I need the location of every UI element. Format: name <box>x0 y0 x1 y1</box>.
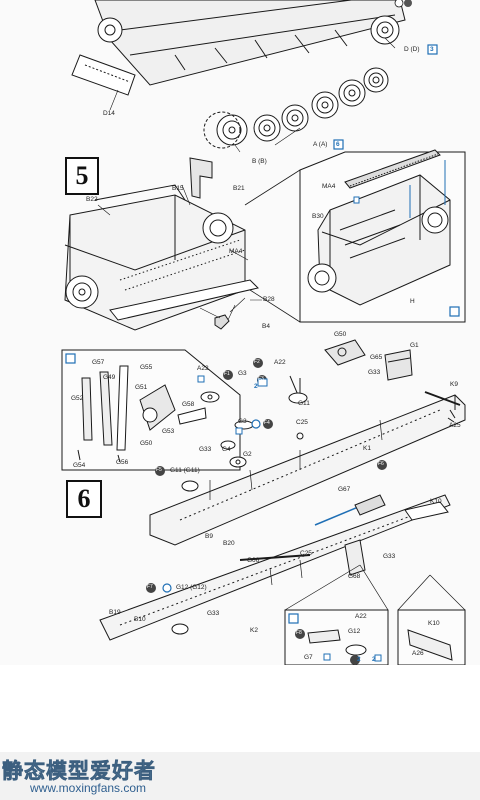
step5-inset <box>244 149 466 323</box>
label-g4: G4 <box>222 446 231 453</box>
label-a22-b: A22 <box>274 359 286 366</box>
label-b19: B19 <box>109 609 121 616</box>
callout-x2-c: 2 <box>372 656 376 663</box>
label-b30: B30 <box>312 213 324 220</box>
callout-f3: F3 <box>258 376 264 382</box>
label-g11: G11 <box>298 400 310 407</box>
label-g51: G51 <box>135 384 148 391</box>
label-b9: B9 <box>205 533 213 540</box>
label-b15: B15 <box>172 185 184 192</box>
label-h: H <box>410 298 415 305</box>
step6-bottom-insets <box>284 564 466 665</box>
callout-f7: F7 <box>147 584 153 590</box>
label-g3: G3 <box>238 370 247 377</box>
callout-f2: F2 <box>254 359 260 365</box>
label-c25: C25 <box>300 550 312 557</box>
label-g11-g11: G11 (G11) <box>170 467 200 474</box>
callout-f8: F8 <box>296 630 302 636</box>
label-k9: K9 <box>450 381 458 388</box>
label-g33-low: G33 <box>383 553 396 560</box>
label-c25-top: C25 <box>296 419 308 426</box>
watermark-stripe <box>0 752 480 800</box>
label-g2: G2 <box>243 451 252 458</box>
step5-hull <box>64 157 262 331</box>
label-a22-a: A22 <box>197 365 209 372</box>
label-g53: G53 <box>162 428 175 435</box>
label-b22: B22 <box>86 196 98 203</box>
label-g33-bottom: G33 <box>207 610 220 617</box>
label-b28: B28 <box>263 296 275 303</box>
top-callouts <box>333 0 438 150</box>
label-g67: G67 <box>338 486 351 493</box>
label-g66: G66 <box>247 557 260 564</box>
label-g56: G56 <box>116 459 129 466</box>
label-ma4-inset: MA4 <box>322 183 336 190</box>
instruction-sheet: 5 6 D14 D (D) 3 A (A) 6 B (B) B15 B21 B2… <box>61 0 466 665</box>
label-g33-top: G33 <box>368 369 381 376</box>
label-a-count: 6 <box>336 141 340 148</box>
label-g58: G58 <box>182 401 195 408</box>
label-g55: G55 <box>140 364 153 371</box>
label-g50-left: G50 <box>140 440 153 447</box>
watermark-site-name: 静态模型爱好者 <box>2 759 156 784</box>
label-d-d: D (D) <box>404 46 420 53</box>
suspension-assembly <box>71 0 406 153</box>
label-a22-c: A22 <box>355 613 367 620</box>
callout-f6: F6 <box>378 461 384 467</box>
callout-f5: F5 <box>156 467 162 473</box>
label-g68: G68 <box>348 573 361 580</box>
step6-chassis <box>99 339 466 641</box>
label-g49: G49 <box>103 374 116 381</box>
label-d14: D14 <box>103 110 115 117</box>
label-k10: K10 <box>430 498 442 505</box>
step6-small-parts <box>171 375 308 635</box>
callout-f4: F4 <box>264 420 270 426</box>
label-b21: B21 <box>233 185 245 192</box>
step-5-number: 5 <box>65 157 99 195</box>
label-k2: K2 <box>250 627 258 634</box>
step6-left-inset <box>61 349 241 471</box>
label-ma4: MA4 <box>229 248 243 255</box>
label-g7: G7 <box>304 654 313 661</box>
label-g12-g12: G12 (G12) <box>176 584 207 591</box>
instruction-drawing <box>61 0 466 665</box>
label-k1: K1 <box>363 445 371 452</box>
label-b4: B4 <box>262 323 270 330</box>
label-g65: G65 <box>370 354 383 361</box>
label-a-a: A (A) <box>313 141 328 148</box>
callout-icons <box>146 196 387 665</box>
label-g52: G52 <box>71 395 84 402</box>
label-a26: A26 <box>412 650 424 657</box>
label-k10-b: K10 <box>428 620 440 627</box>
label-g3-b: G3 <box>238 418 247 425</box>
label-g54: G54 <box>73 462 86 469</box>
label-g1: G1 <box>410 342 419 349</box>
label-g12: G12 <box>348 628 361 635</box>
label-b10: B10 <box>134 616 146 623</box>
label-b-b: B (B) <box>252 158 267 165</box>
label-g57: G57 <box>92 359 105 366</box>
inset-flag <box>449 306 460 317</box>
label-g33-mid: G33 <box>199 446 212 453</box>
label-a25: A25 <box>449 422 461 429</box>
watermark-url: www.moxingfans.com <box>30 781 147 795</box>
label-g50: G50 <box>334 331 347 338</box>
callout-x2: 2 <box>254 383 258 390</box>
label-b20: B20 <box>223 540 235 547</box>
callout-f1: F1 <box>224 371 230 377</box>
label-d-count: 3 <box>430 46 434 53</box>
callout-x2-b: 2 <box>357 656 361 663</box>
step-6-number: 6 <box>66 480 102 518</box>
